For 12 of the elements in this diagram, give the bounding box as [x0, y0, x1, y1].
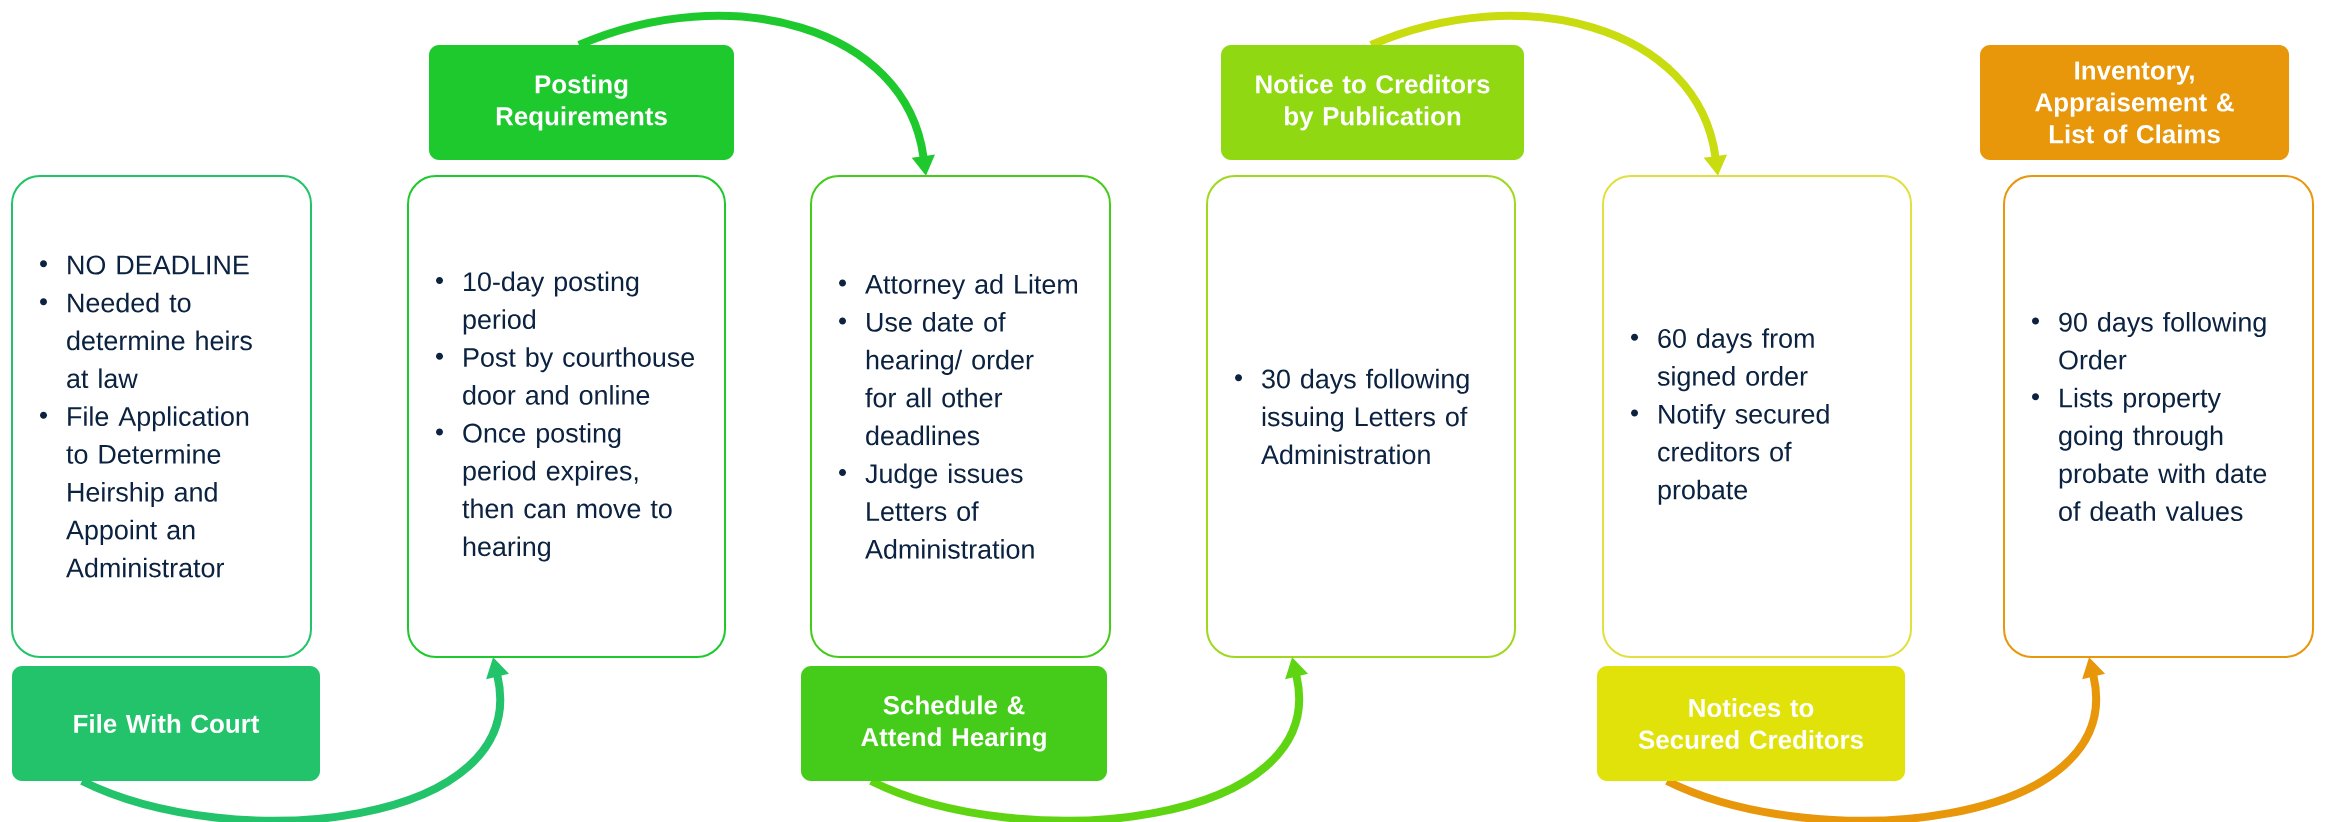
bullet-list-box: Attorney ad Litem Use date of hearing/ order for all other deadlines Judge issues Letters of Administration — [810, 175, 1111, 658]
bullet-list-box: 60 days from signed order Notify secured creditors of probate — [1602, 175, 1913, 658]
step-title-box: Notices to Secured Creditors — [1597, 666, 1906, 781]
step-title-box: Schedule & Attend Hearing — [801, 666, 1107, 781]
step-title-box: Inventory, Appraisement & List of Claims — [1980, 45, 2290, 160]
bullet-list-box: NO DEADLINE Needed to determine heirs at law File Application to Determine Heirship and Appoint an Administrator — [11, 175, 312, 658]
step-title-box: Notice to Creditors by Publication — [1221, 45, 1524, 160]
bullet-list-box: 90 days following Order Lists property going through probate with date of death values — [2003, 175, 2315, 658]
step-title-box: Posting Requirements — [429, 45, 734, 160]
bullet-list-box: 10-day posting period Post by courthouse door and online Once posting period expires, then can move to hearing — [407, 175, 726, 658]
step-title-box: File With Court — [12, 666, 320, 781]
bullet-list-box: 30 days following issuing Letters of Administration — [1206, 175, 1516, 658]
